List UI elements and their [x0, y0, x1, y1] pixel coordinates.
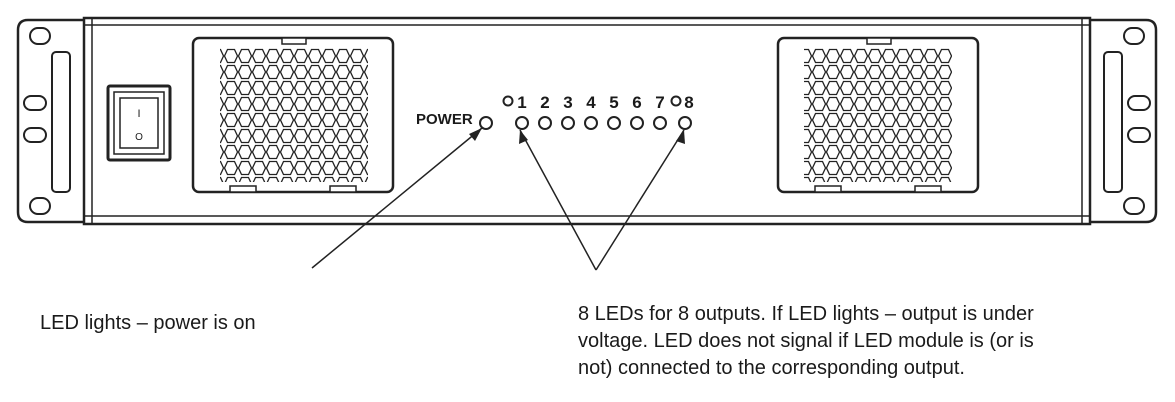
output-led-4	[584, 116, 598, 130]
output-led-7	[653, 116, 667, 130]
status-indicator-dot	[670, 95, 682, 107]
output-leds-caption: 8 LEDs for 8 outputs. If LED lights – ou…	[578, 301, 1138, 382]
output-led-label-3: 3	[563, 93, 572, 112]
output-led-6	[630, 116, 644, 130]
left-rack-ear	[16, 18, 84, 224]
switch-off-mark: O	[135, 132, 143, 143]
output-led-label-7: 7	[655, 93, 664, 112]
switch-on-mark: I	[137, 108, 140, 120]
output-led-label-4: 4	[586, 93, 596, 112]
output-led-label-8: 8	[684, 93, 693, 112]
output-leds-caption-line: 8 LEDs for 8 outputs. If LED lights – ou…	[578, 303, 1034, 325]
output-led-1	[515, 116, 529, 130]
output-led-label-5: 5	[609, 93, 618, 112]
output-led-label-6: 6	[632, 93, 641, 112]
output-led-8	[678, 116, 692, 130]
output-leds-caption-line: voltage. LED does not signal if LED modu…	[578, 330, 1034, 352]
power-led-caption: LED lights – power is on	[40, 312, 256, 334]
output-led-2	[538, 116, 552, 130]
right-fan-grille	[776, 36, 980, 194]
right-rack-ear	[1090, 18, 1158, 224]
output-leds-caption-line: not) connected to the corresponding outp…	[578, 357, 965, 379]
status-indicator-dot	[502, 95, 514, 107]
power-led	[479, 116, 493, 130]
output-led-3	[561, 116, 575, 130]
power-label: POWER	[416, 111, 473, 128]
output-led-label-1: 1	[517, 93, 526, 112]
output-led-5	[607, 116, 621, 130]
callout-leaders	[311, 127, 685, 271]
power-switch[interactable]: I O	[106, 84, 172, 162]
left-fan-grille	[191, 36, 395, 194]
output-led-label-2: 2	[540, 93, 549, 112]
output-leds	[515, 116, 692, 130]
